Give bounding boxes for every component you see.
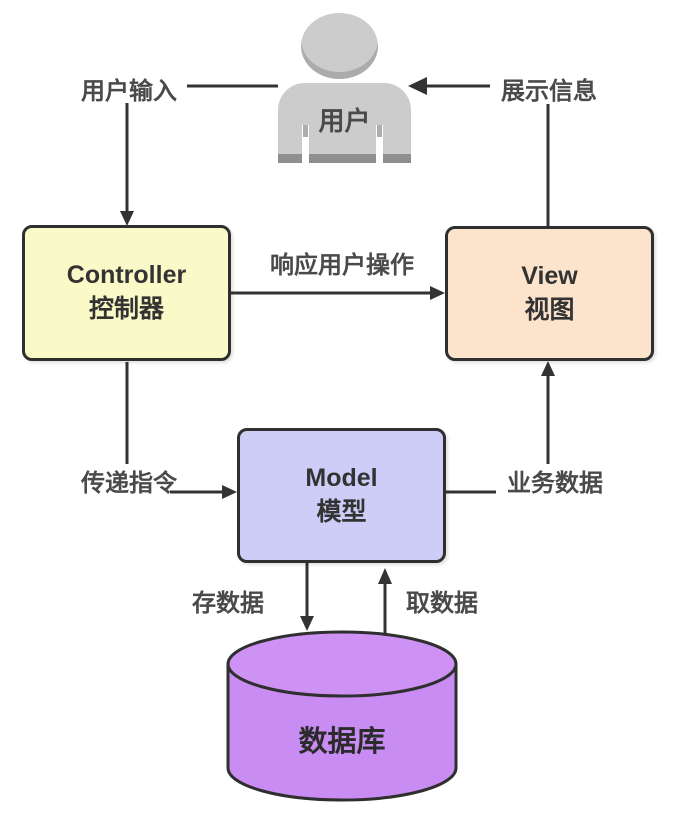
- edge-label-respond-user-action: 响应用户操作: [270, 252, 414, 279]
- arrowhead-into-view-bottom: [541, 361, 555, 376]
- database-cylinder-body: [226, 664, 458, 802]
- edge-lines: [125, 84, 550, 633]
- controller-node-subtitle: 控制器: [88, 295, 164, 323]
- database-node-label: 数据库: [298, 726, 386, 758]
- database-cylinder-top: [226, 630, 458, 698]
- arrowhead-into-model-bottom: [378, 568, 392, 584]
- edge-label-store-data: 存数据: [192, 590, 264, 617]
- arrowhead-into-database-top: [300, 616, 314, 631]
- view-node-title: View: [521, 261, 578, 290]
- arrowhead-into-user-right: [408, 77, 427, 95]
- arrowheads: [120, 77, 555, 631]
- user-arm-slit-left: [302, 125, 309, 163]
- user-actor-icon: 用户: [278, 13, 411, 163]
- arrowhead-into-view-left: [430, 286, 445, 300]
- controller-node-title: Controller: [66, 261, 187, 290]
- user-hand-right: [377, 125, 382, 137]
- edge-label-fetch-data: 取数据: [406, 590, 478, 617]
- user-arm-slit-right: [376, 125, 383, 163]
- model-node-title: Model: [305, 463, 378, 492]
- user-torso-band: [278, 154, 411, 163]
- model-node: Model 模型: [237, 428, 446, 563]
- edge-label-display-info: 展示信息: [501, 78, 597, 105]
- model-node-subtitle: 模型: [316, 497, 367, 526]
- user-head-icon: [301, 13, 378, 79]
- edge-label-business-data: 业务数据: [507, 470, 603, 497]
- user-node-label: 用户: [318, 106, 371, 136]
- controller-node: Controller 控制器: [22, 225, 231, 361]
- user-hand-left: [303, 125, 308, 137]
- edge-label-user-input: 用户输入: [81, 78, 177, 105]
- view-node: View 视图: [445, 226, 654, 361]
- edge-label-pass-command: 传递指令: [81, 470, 177, 497]
- arrowhead-into-controller-top: [120, 211, 134, 226]
- database-cylinder: [226, 630, 458, 802]
- view-node-subtitle: 视图: [524, 295, 575, 324]
- arrowhead-into-model-left: [222, 485, 237, 499]
- user-torso-icon: 用户: [278, 83, 411, 163]
